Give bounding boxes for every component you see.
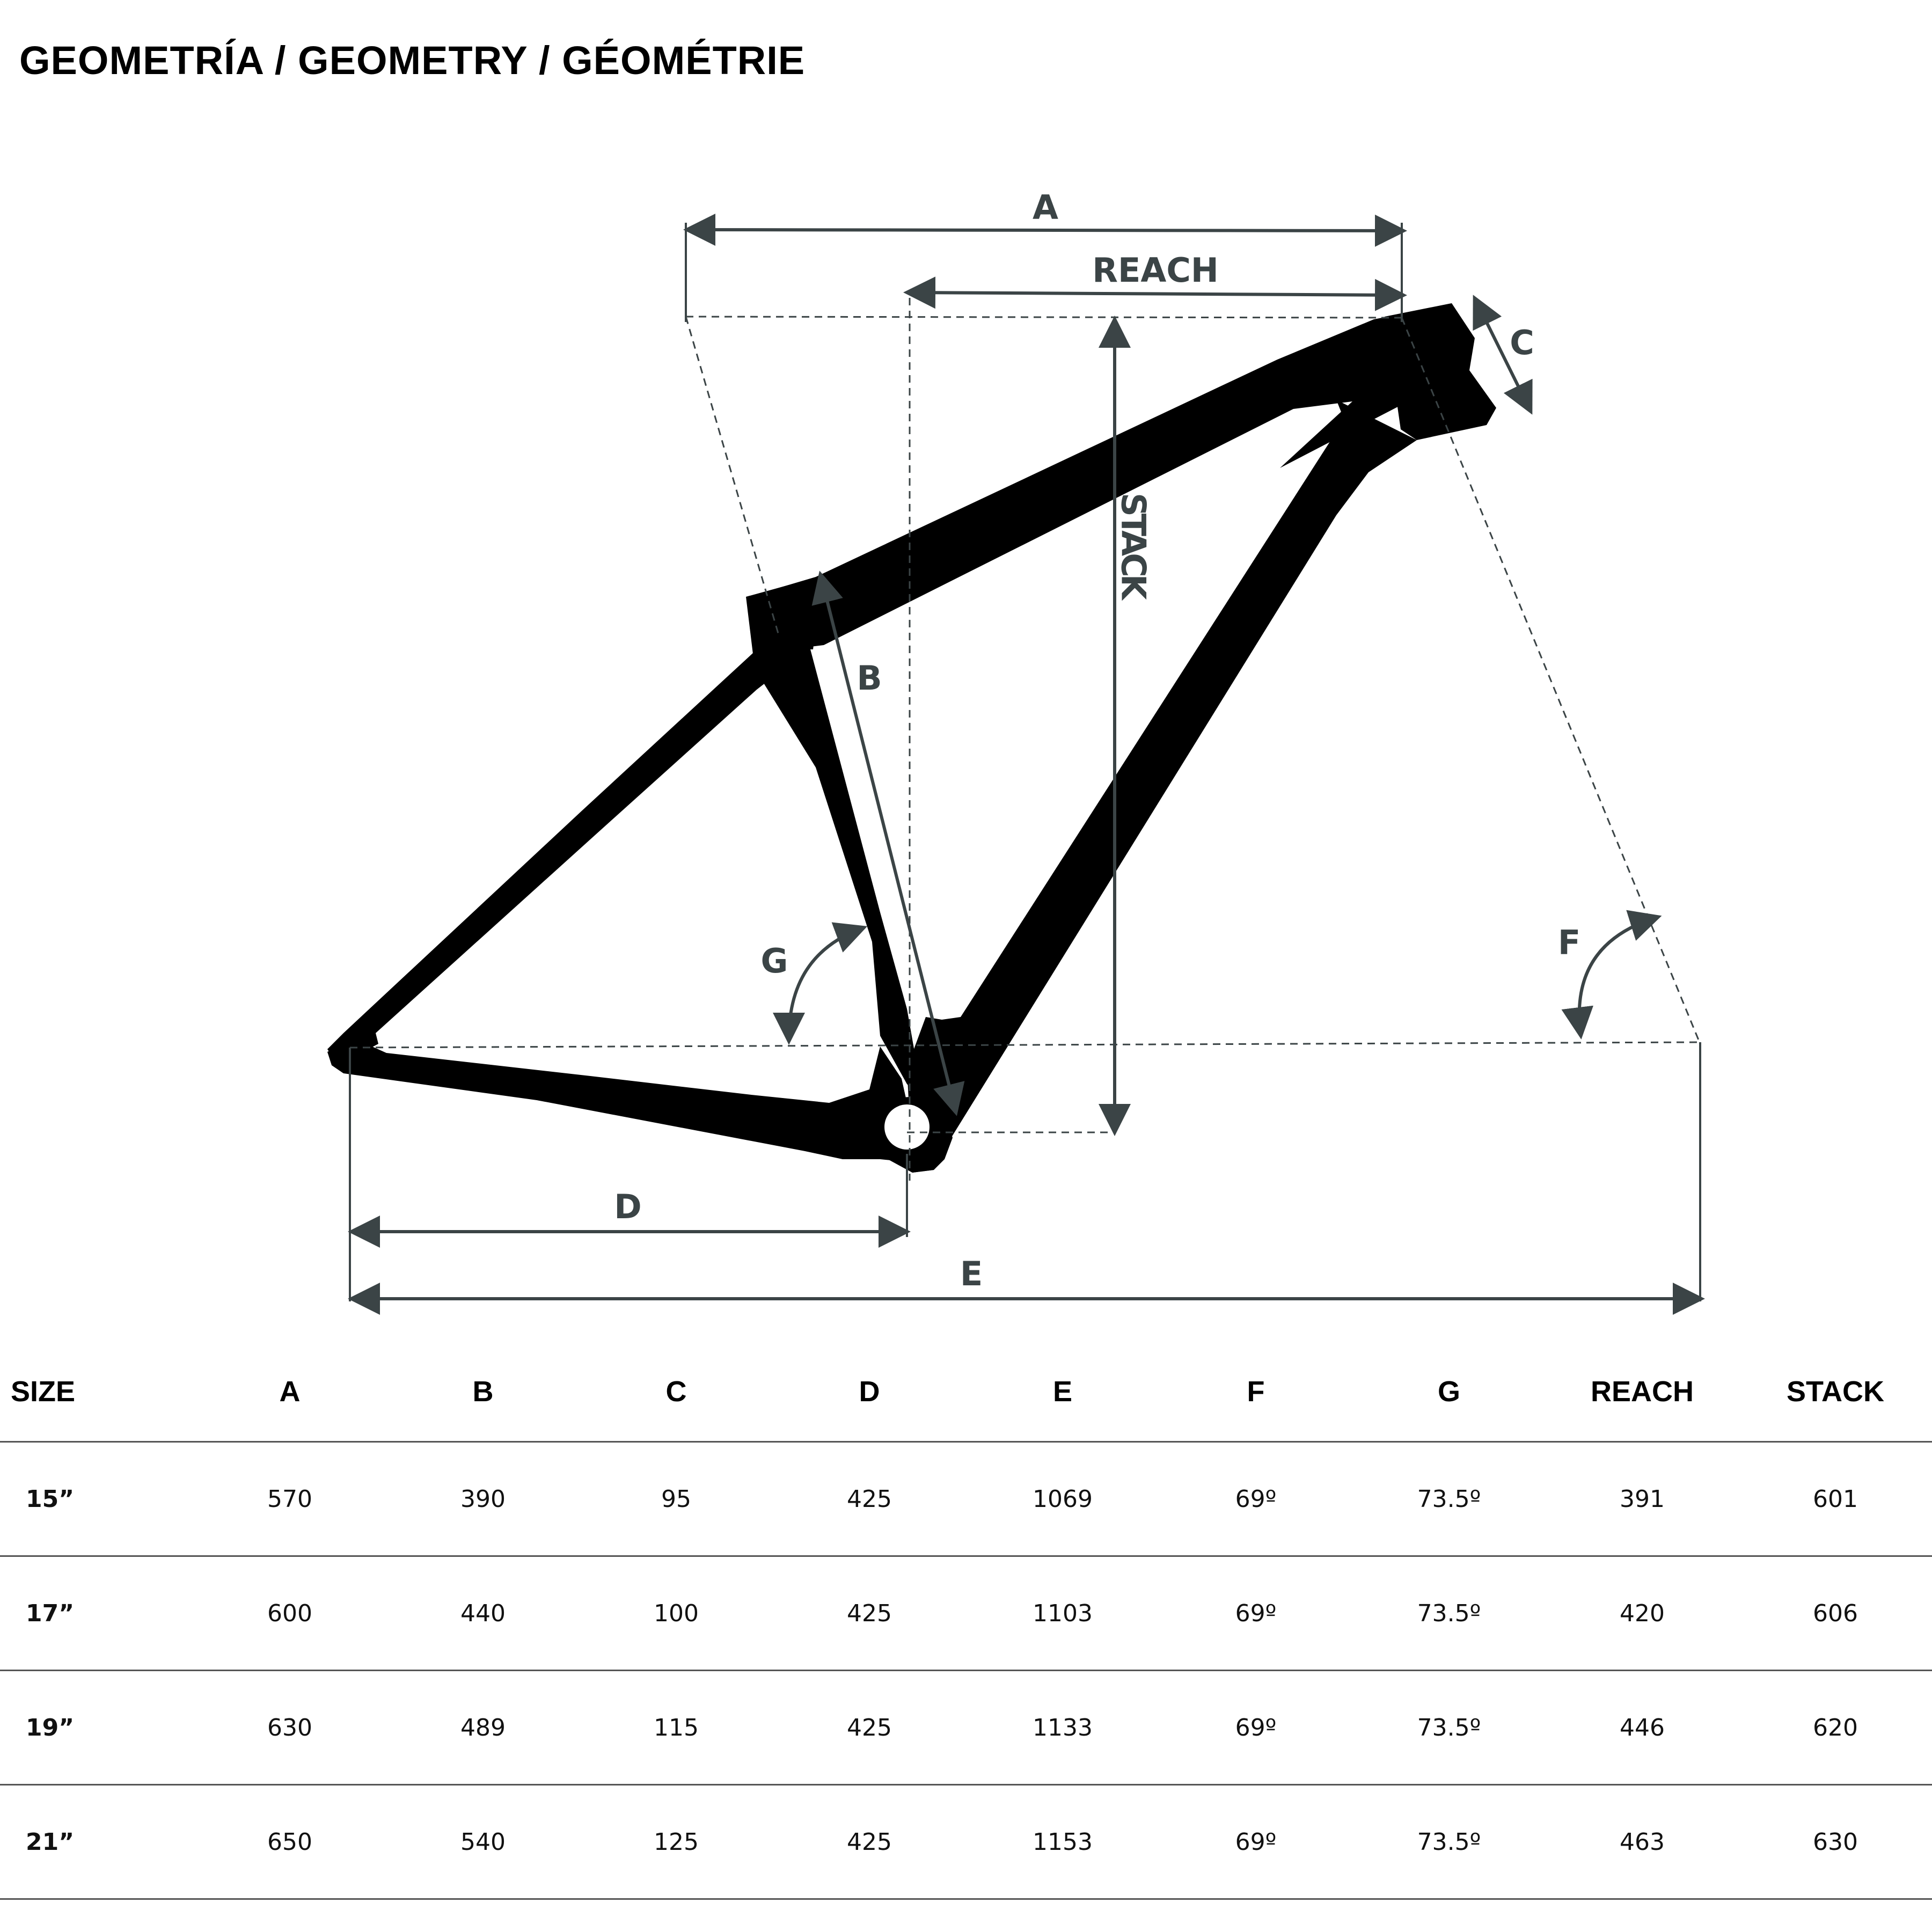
table-cell: 440 [386,1556,580,1671]
size-cell: 19” [0,1670,193,1785]
table-cell: 115 [580,1670,773,1785]
geometry-diagram: A REACH C B STACK G F D E [327,188,1705,1315]
seat-tube [746,585,923,1100]
geometry-table: SIZE A B C D E F G REACH STACK 15” 570 3… [0,1342,1932,1900]
dim-b-line [811,570,965,1116]
table-cell: 570 [193,1441,386,1557]
dim-c-line [1473,295,1533,415]
dimension-lines [348,214,1705,1315]
col-header: B [386,1342,580,1443]
table-cell: 420 [1546,1556,1739,1671]
table-cell: 125 [580,1784,773,1900]
bike-frame [327,303,1496,1173]
table-row: 21” 650 540 125 425 1153 69º 73.5º 463 6… [0,1784,1932,1900]
table-cell: 425 [773,1670,966,1785]
col-header: REACH [1546,1342,1739,1443]
table-cell: 600 [193,1556,386,1671]
table-cell: 1069 [966,1441,1159,1557]
label-c: C [1510,323,1534,362]
table-cell: 69º [1159,1784,1352,1900]
table-cell: 73.5º [1352,1784,1546,1900]
table-cell: 425 [773,1784,966,1900]
col-header: STACK [1739,1342,1932,1443]
size-cell: 21” [0,1784,193,1900]
table-cell: 425 [773,1441,966,1557]
table-cell: 95 [580,1441,773,1557]
chain-stay [327,1038,912,1162]
table-cell: 73.5º [1352,1670,1546,1785]
col-header: D [773,1342,966,1443]
table-cell: 69º [1159,1670,1352,1785]
extension-lines [349,223,1701,1301]
table-cell: 446 [1546,1670,1739,1785]
reference-lines [349,298,1701,1181]
col-header: C [580,1342,773,1443]
table-row: 15” 570 390 95 425 1069 69º 73.5º 391 60… [0,1441,1932,1557]
table-cell: 100 [580,1556,773,1671]
angle-f-arc [1561,910,1662,1040]
table-row: 19” 630 489 115 425 1133 69º 73.5º 446 6… [0,1670,1932,1785]
table-cell: 69º [1159,1441,1352,1557]
dim-a-line [683,214,1407,247]
table-cell: 425 [773,1556,966,1671]
table-cell: 630 [1739,1784,1932,1900]
table-cell: 1103 [966,1556,1159,1671]
label-b: B [857,658,882,698]
label-e: E [960,1254,983,1293]
label-stack: STACK [1114,493,1153,601]
table-cell: 1153 [966,1784,1159,1900]
table-cell: 390 [386,1441,580,1557]
dim-reach-line [903,276,1407,311]
col-header: A [193,1342,386,1443]
table-cell: 463 [1546,1784,1739,1900]
label-a: A [1033,188,1058,227]
col-header: SIZE [0,1342,193,1443]
label-d: D [614,1187,641,1226]
table-cell: 391 [1546,1441,1739,1557]
label-f: F [1558,923,1580,962]
head-tube [1385,303,1496,440]
table-cell: 601 [1739,1441,1932,1557]
size-cell: 17” [0,1556,193,1671]
page-title: GEOMETRÍA / GEOMETRY / GÉOMÉTRIE [19,38,806,83]
label-g: G [761,941,788,980]
col-header: E [966,1342,1159,1443]
col-header: F [1159,1342,1352,1443]
table-cell: 73.5º [1352,1441,1546,1557]
table-cell: 489 [386,1670,580,1785]
table-cell: 1133 [966,1670,1159,1785]
table-cell: 69º [1159,1556,1352,1671]
table-cell: 650 [193,1784,386,1900]
table-cell: 540 [386,1784,580,1900]
table-row: 17” 600 440 100 425 1103 69º 73.5º 420 6… [0,1556,1932,1671]
table-cell: 73.5º [1352,1556,1546,1671]
table-header-row: SIZE A B C D E F G REACH STACK [0,1342,1932,1443]
angle-g-arc [773,922,868,1045]
bottom-bracket-hole [884,1104,930,1150]
down-tube [907,400,1417,1173]
seat-stay [327,652,781,1065]
size-cell: 15” [0,1441,193,1557]
table-cell: 630 [193,1670,386,1785]
label-reach: REACH [1092,251,1218,290]
col-header: G [1352,1342,1546,1443]
table-cell: 606 [1739,1556,1932,1671]
table-cell: 620 [1739,1670,1932,1785]
